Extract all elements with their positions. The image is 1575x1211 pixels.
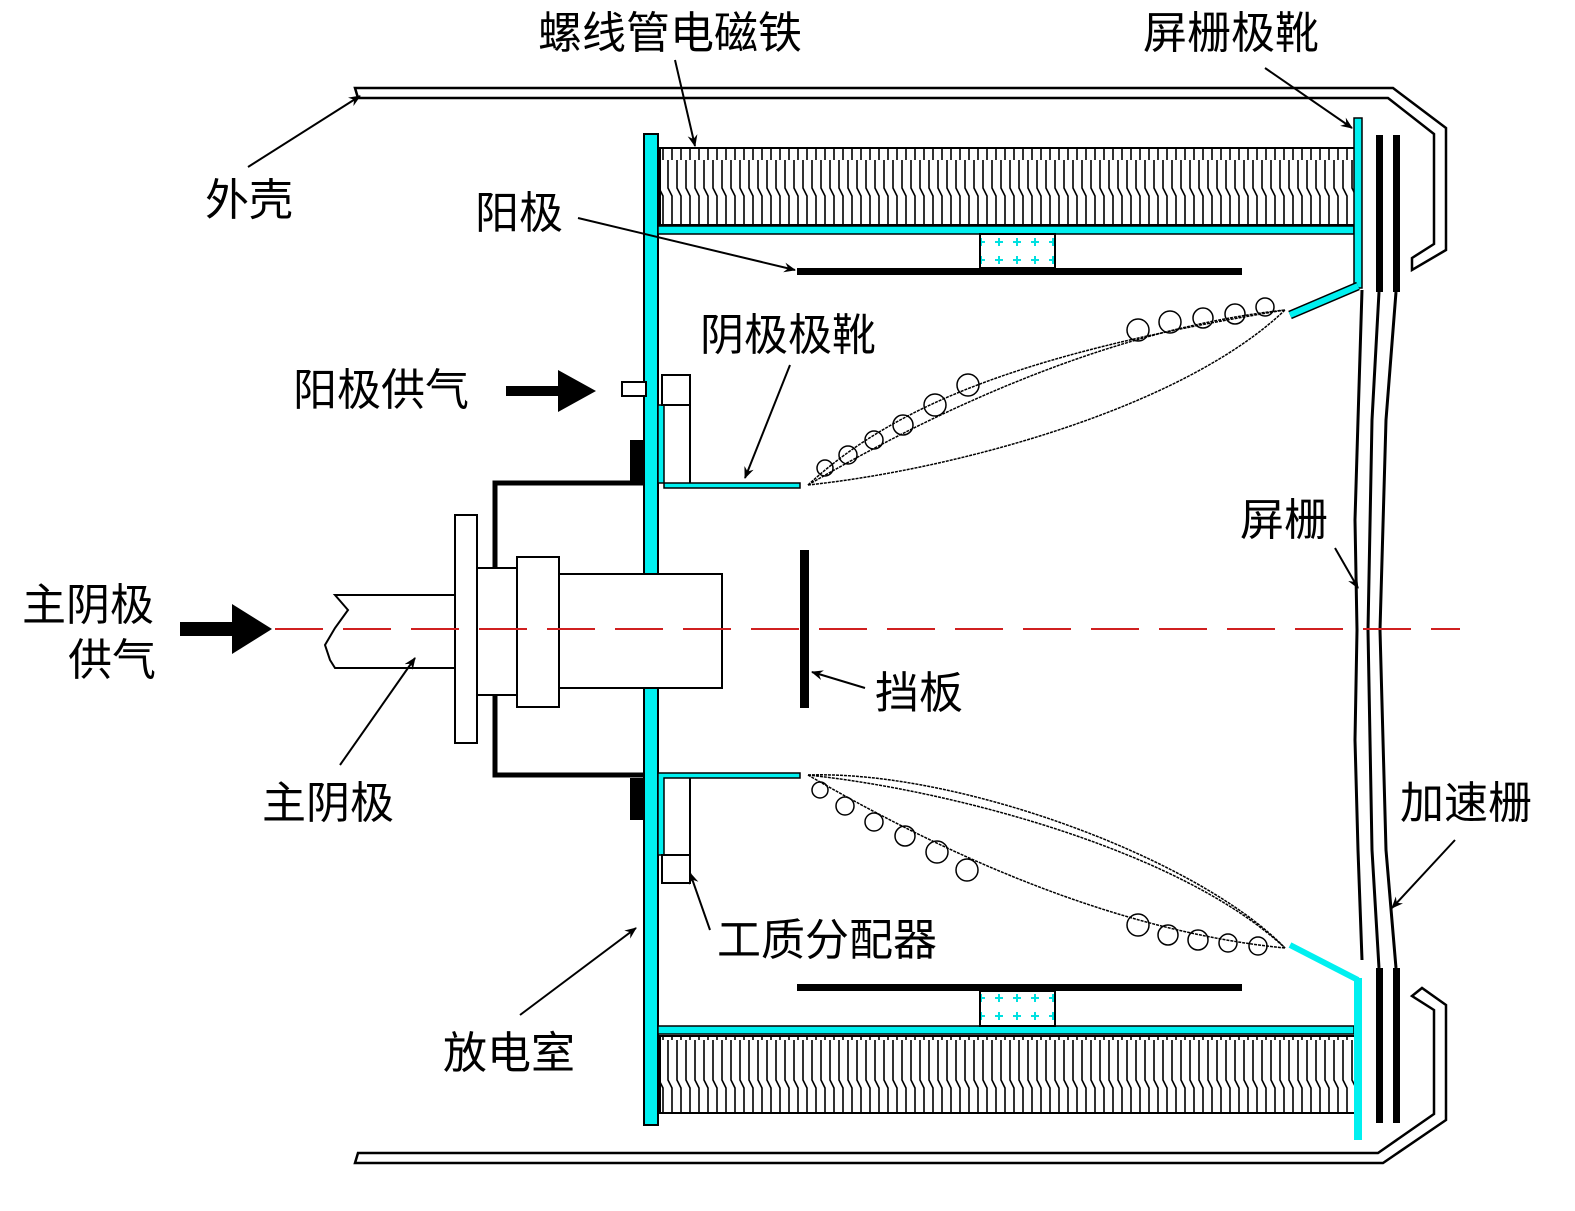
label-main-cathode-feed-2: 供气: [68, 635, 156, 686]
label-main-cathode-feed-1: 主阴极: [22, 580, 154, 631]
anode: [797, 233, 1242, 1027]
cathode-pole-shoe: [657, 404, 801, 860]
label-anode-feed: 阳极供气: [293, 365, 469, 416]
label-solenoid: 螺线管电磁铁: [538, 8, 802, 59]
label-cathode-pole-shoe: 阴极极靴: [700, 310, 876, 361]
anode-feed-arrow-icon: [506, 370, 596, 412]
electron-orbits: [811, 297, 1275, 956]
label-main-cathode: 主阴极: [262, 778, 394, 829]
label-accel-grid: 加速栅: [1400, 778, 1532, 829]
label-baffle: 挡板: [875, 668, 963, 719]
baffle: [800, 550, 809, 708]
label-discharge-chamber: 放电室: [443, 1028, 575, 1079]
leader-lines: [247, 59, 1456, 1016]
label-anode: 阳极: [475, 188, 563, 239]
solenoid-electromagnet-bottom: [659, 1035, 1356, 1114]
label-shell: 外壳: [205, 175, 293, 226]
label-screen-grid: 屏栅: [1240, 495, 1328, 546]
propellant-distributor: [621, 374, 691, 884]
label-propellant-distributor: 工质分配器: [717, 915, 937, 966]
label-screen-pole-shoe: 屏栅极靴: [1143, 8, 1319, 59]
screen-grid: [1353, 289, 1364, 961]
main-cathode-feed-arrow-icon: [180, 604, 272, 654]
outer-shell: [353, 86, 1448, 1165]
magnetic-field-lines: [807, 309, 1286, 949]
main-cathode-assembly: [323, 440, 723, 820]
solenoid-electromagnet-top: [659, 147, 1356, 226]
